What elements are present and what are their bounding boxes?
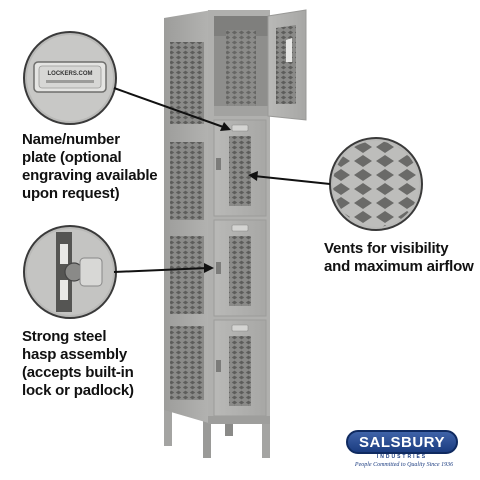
callout-nameplate-arrowhead	[220, 122, 231, 131]
door-2-hasp	[216, 158, 221, 170]
caption-line: Name/number	[22, 131, 120, 148]
door-4-hasp	[216, 360, 221, 372]
side-vent-2	[170, 142, 204, 220]
callout-nameplate-line	[113, 87, 227, 129]
door-4-vent	[229, 336, 251, 406]
side-vent-4	[170, 326, 204, 400]
name-plate	[231, 124, 249, 132]
side-vent-1	[170, 42, 204, 124]
caption-line: lock or padlock)	[22, 382, 134, 399]
caption-line: and maximum airflow	[324, 258, 474, 275]
name-plate-text: LOCKERS.COM	[48, 71, 93, 77]
callout-nameplate-zoom: LOCKERS.COM	[23, 31, 117, 125]
locker-leg-right	[262, 402, 270, 458]
caption-line: engraving available	[22, 167, 158, 184]
callout-vents-arrowhead	[248, 171, 258, 181]
name-plate	[231, 324, 249, 332]
callout-vents-zoom	[329, 137, 423, 231]
salsbury-logo: SALSBURY INDUSTRIES People Committed to …	[346, 430, 458, 472]
nameplate-caption: Name/number plate (optional engraving av…	[22, 131, 158, 203]
callout-hasp-arrowhead	[204, 263, 214, 273]
callout-hasp-line	[113, 267, 209, 273]
brand-sub: INDUSTRIES	[376, 454, 428, 460]
locker-base	[208, 416, 270, 424]
caption-line: Strong steel	[22, 328, 107, 345]
open-door-vent	[276, 25, 296, 104]
caption-line: Vents for visibility	[324, 240, 449, 257]
door-2-vent	[229, 136, 251, 206]
side-vent-3	[170, 236, 204, 314]
door-3-vent	[229, 236, 251, 306]
locker-leg-left	[164, 402, 172, 446]
caption-line: plate (optional	[22, 149, 122, 166]
callout-vents-line	[253, 175, 331, 185]
caption-line: upon request)	[22, 185, 120, 202]
brand-tagline: People Committed to Quality Since 1936	[354, 462, 454, 468]
callout-hasp-zoom	[23, 225, 117, 319]
locker-leg-front	[203, 402, 211, 458]
name-plate	[231, 224, 249, 232]
caption-line: (accepts built-in	[22, 364, 134, 381]
vents-caption: Vents for visibility and maximum airflow	[324, 240, 474, 276]
brand-badge: SALSBURY	[346, 430, 458, 454]
brand-name: SALSBURY	[359, 433, 445, 451]
door-3-hasp	[216, 262, 221, 274]
hasp-caption: Strong steel hasp assembly (accepts buil…	[22, 328, 134, 400]
caption-line: hasp assembly	[22, 346, 127, 363]
